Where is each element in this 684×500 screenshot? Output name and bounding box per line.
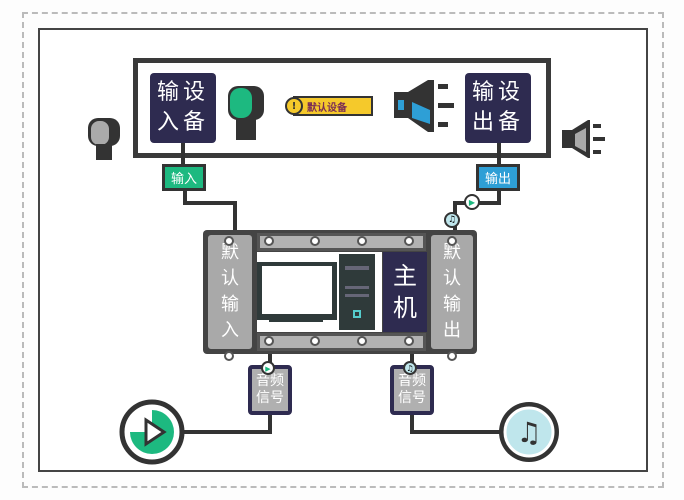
audio-signal-line1: 音频 [398,373,426,389]
default-device-label: 默认设备 [307,102,347,114]
rivet [357,336,367,346]
panel-char: 默 [443,242,461,263]
connector [183,201,237,205]
output-tag: 输出 [476,164,520,191]
rivet [310,236,320,246]
output-device-label: 输设 出备 [465,73,531,143]
default-input-panel: 默认输入 [205,232,255,352]
rivet [447,236,457,246]
connector [497,190,501,205]
rivet [264,336,274,346]
monitor-screen [262,266,332,314]
monitor-stand [269,318,323,322]
panel-char: 出 [443,320,461,341]
connector [268,414,272,434]
panel-char: 输 [443,294,461,315]
host-label: 主 机 [383,252,427,332]
input-device-label: 输设 入备 [150,73,216,143]
headset-icon [228,86,264,140]
top-rail [257,233,426,251]
connector [410,350,414,366]
host-label-line2: 机 [393,294,417,322]
headset-gray-icon [88,118,120,160]
output-device-label-line2: 出备 [471,110,524,135]
audio-signal-line2: 信号 [398,390,426,406]
output-device-label-line1: 输设 [471,80,524,105]
computer-area [257,252,382,332]
rivet [224,236,234,246]
outer-dashed-border [22,12,664,488]
music-circle-icon: ♫ [499,402,559,462]
play-circle-icon [119,399,185,465]
rivet [404,236,414,246]
default-output-panel: 默认输出 [428,232,476,352]
host-label-line1: 主 [393,262,417,290]
music-note-small-icon: ♫ [444,212,460,228]
connector [410,430,500,434]
panel-char: 入 [221,320,239,341]
svg-text:♫: ♫ [516,416,541,449]
play-small-icon: ▶ [261,361,275,375]
connector [181,143,185,165]
rivet [447,351,457,361]
input-device-label-line2: 入备 [156,110,209,135]
play-small-icon: ▶ [464,194,480,210]
connector [268,350,272,366]
connector [497,143,501,165]
speaker-gray-icon [562,120,605,158]
rivet [404,336,414,346]
default-device-badge: ! 默认设备 [285,96,373,116]
rivet [310,336,320,346]
panel-char: 默 [221,242,239,263]
speaker-icon [394,80,454,132]
tower-icon [339,254,375,330]
connector [183,190,187,205]
panel-char: 认 [443,268,461,289]
music-note-small-icon: ♫ [403,361,417,375]
rivet [224,351,234,361]
audio-signal-line2: 信号 [256,390,284,406]
rivet [357,236,367,246]
panel-char: 认 [221,268,239,289]
input-device-label-line1: 输设 [156,80,209,105]
rivet [264,236,274,246]
connector [410,414,414,434]
bottom-rail [257,333,426,351]
connector [180,430,272,434]
exclamation-icon: ! [285,97,303,115]
panel-char: 输 [221,294,239,315]
connector [233,201,237,233]
input-tag: 输入 [162,164,206,191]
audio-signal-line1: 音频 [256,373,284,389]
